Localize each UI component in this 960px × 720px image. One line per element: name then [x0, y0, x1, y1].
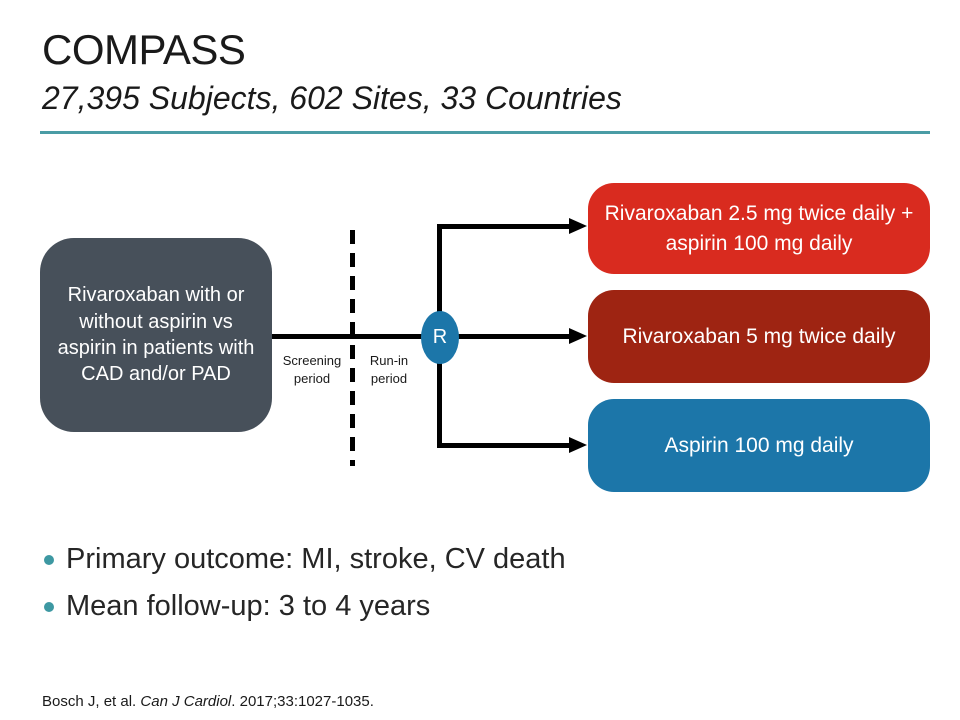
population-box-text: Rivaroxaban with or without aspirin vs a… — [57, 284, 255, 386]
page-title: COMPASS — [42, 26, 246, 73]
bullet-item-follow-up: Mean follow-up: 3 to 4 years — [44, 588, 566, 626]
arrowhead-arm1-icon — [569, 218, 587, 234]
arm-box-aspirin: Aspirin 100 mg daily — [588, 399, 930, 492]
bullet-list: Primary outcome: MI, stroke, CV death Me… — [44, 541, 566, 634]
arm-box-rivaroxaban-plus-aspirin: Rivaroxaban 2.5 mg twice daily + aspirin… — [588, 183, 930, 274]
connector-main-line — [272, 334, 440, 339]
bullet-text: Primary outcome: MI, stroke, CV death — [66, 543, 566, 575]
arm-label: Rivaroxaban 5 mg twice daily — [622, 324, 896, 348]
citation-authors: Bosch J, et al. — [42, 693, 141, 710]
randomization-label: R — [432, 326, 448, 348]
title-divider — [40, 131, 930, 134]
bullet-text: Mean follow-up: 3 to 4 years — [66, 589, 431, 622]
connector-arm1-line — [437, 224, 571, 229]
run-in-period-label: Run-in period — [369, 353, 409, 386]
connector-arm3-line — [437, 443, 571, 448]
arrowhead-arm2-icon — [569, 328, 587, 344]
screening-period-label: Screening period — [282, 353, 342, 386]
population-box: Rivaroxaban with or without aspirin vs a… — [40, 238, 272, 432]
screening-runin-dashed-divider — [350, 230, 355, 466]
arm-label: Aspirin 100 mg daily — [664, 433, 854, 457]
citation-journal: Can J Cardiol — [140, 693, 232, 710]
bullet-item-primary-outcome: Primary outcome: MI, stroke, CV death — [44, 541, 566, 579]
arrowhead-arm3-icon — [569, 437, 587, 453]
citation: Bosch J, et al. Can J Cardiol. 2017;33:1… — [42, 693, 374, 710]
arm-label: Rivaroxaban 2.5 mg twice daily + aspirin… — [604, 202, 914, 255]
connector-branch-down — [437, 360, 442, 448]
bullet-dot-icon — [44, 555, 54, 565]
bullet-dot-icon — [44, 601, 54, 612]
randomization-node: R — [421, 311, 459, 364]
citation-reference: . 2017;33:1027-1035. — [231, 693, 374, 710]
connector-branch-up — [437, 224, 442, 316]
page-subtitle: 27,395 Subjects, 602 Sites, 33 Countries — [42, 80, 622, 116]
arm-box-rivaroxaban: Rivaroxaban 5 mg twice daily — [588, 290, 930, 383]
connector-arm2-line — [442, 334, 571, 339]
